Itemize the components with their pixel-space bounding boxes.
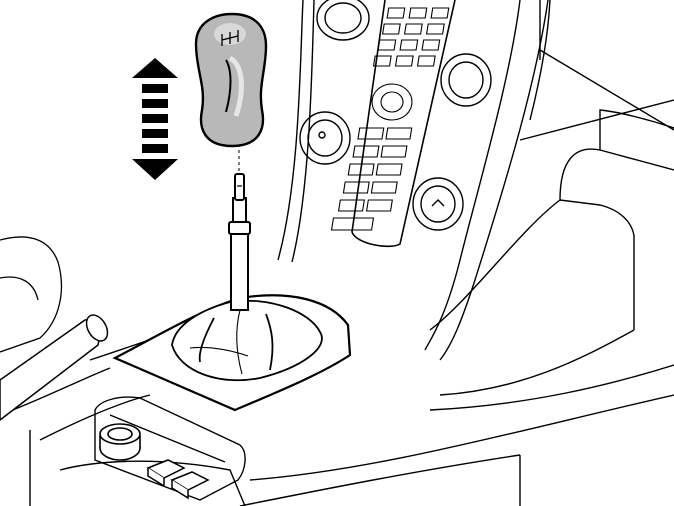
climate-knob-upper-right bbox=[440, 53, 492, 107]
center-stack-panel bbox=[277, 0, 549, 361]
shift-lever-shaft bbox=[228, 173, 251, 311]
fan-knob-left bbox=[299, 111, 351, 165]
shift-pattern-icon bbox=[221, 30, 239, 46]
seat-left bbox=[0, 236, 63, 353]
up-down-arrow-icon bbox=[132, 58, 178, 180]
temperature-knob-right bbox=[412, 177, 464, 231]
shift-boot bbox=[171, 299, 323, 382]
power-socket bbox=[99, 423, 141, 461]
console-switches bbox=[146, 459, 210, 500]
control-button-column bbox=[330, 0, 456, 248]
lower-console-tray bbox=[94, 396, 246, 501]
gear-shift-knob bbox=[194, 12, 268, 148]
parking-brake-handle bbox=[0, 314, 109, 421]
climate-knob-upper-left bbox=[316, 0, 370, 41]
